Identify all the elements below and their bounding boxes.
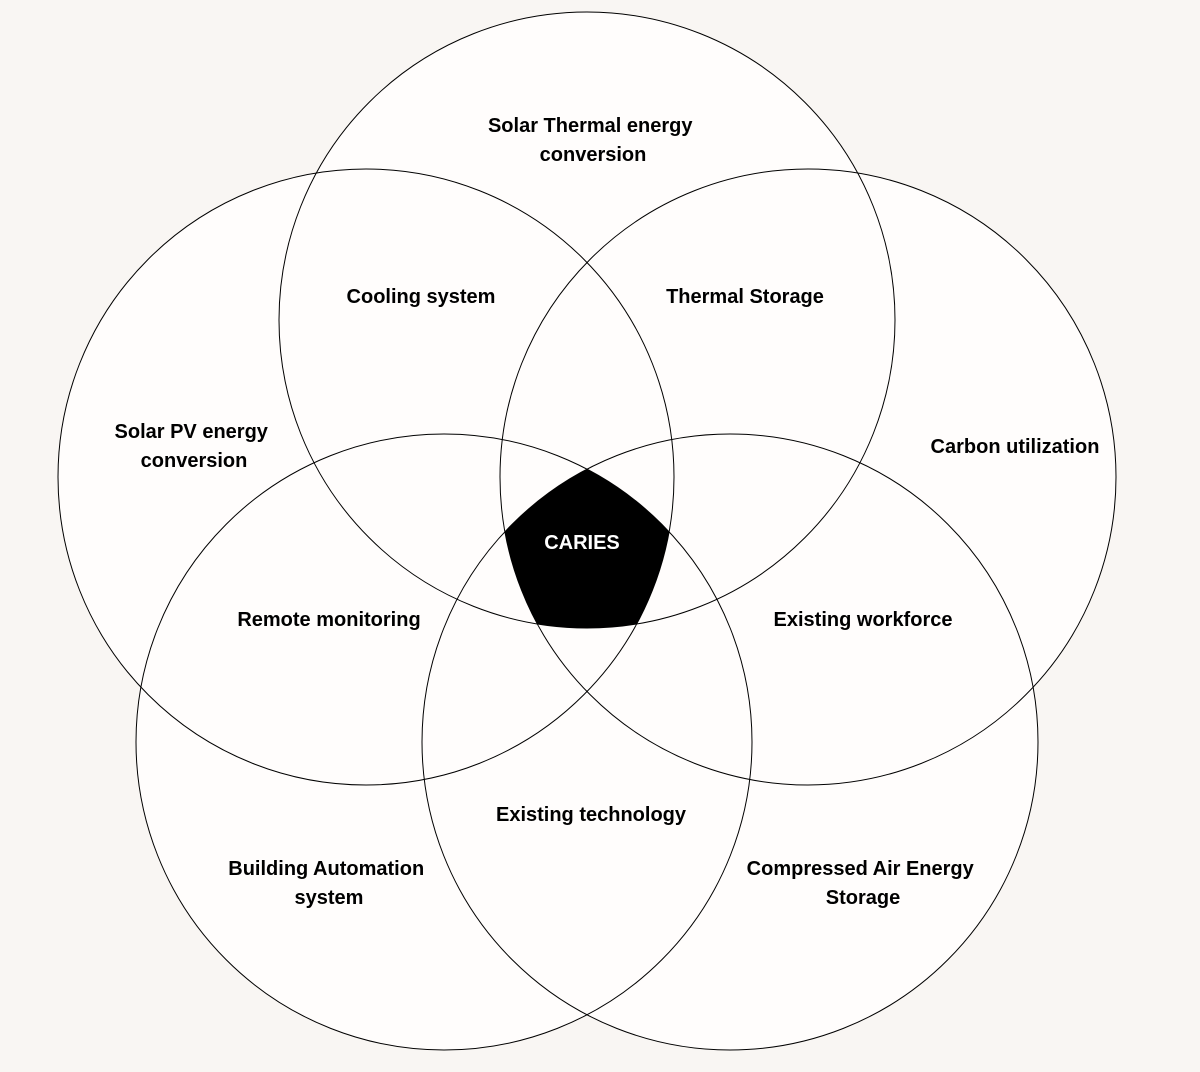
circle-solar-pv [57,168,675,786]
circle-building-automation [135,433,753,1051]
label-center: CARIES [544,532,620,554]
label-carbon-utilization: Carbon utilization [931,436,1100,458]
label-compressed-air: Compressed Air Energy Storage [747,858,980,909]
label-building-automation: Building Automation system [228,858,429,909]
label-remote-monitoring: Remote monitoring [237,609,420,631]
circle-compressed-air [421,433,1039,1051]
label-solar-pv: Solar PV energy conversion [115,421,274,472]
label-existing-technology: Existing technology [496,804,687,826]
label-existing-workforce: Existing workforce [774,609,953,631]
label-solar-thermal: Solar Thermal energy conversion [488,115,698,166]
label-thermal-storage: Thermal Storage [666,286,824,308]
label-cooling-system: Cooling system [347,286,496,308]
circle-fills [58,12,1116,1050]
circle-carbon-utilization [499,168,1117,786]
circle-solar-thermal [278,11,896,629]
center-intersection [500,434,674,628]
